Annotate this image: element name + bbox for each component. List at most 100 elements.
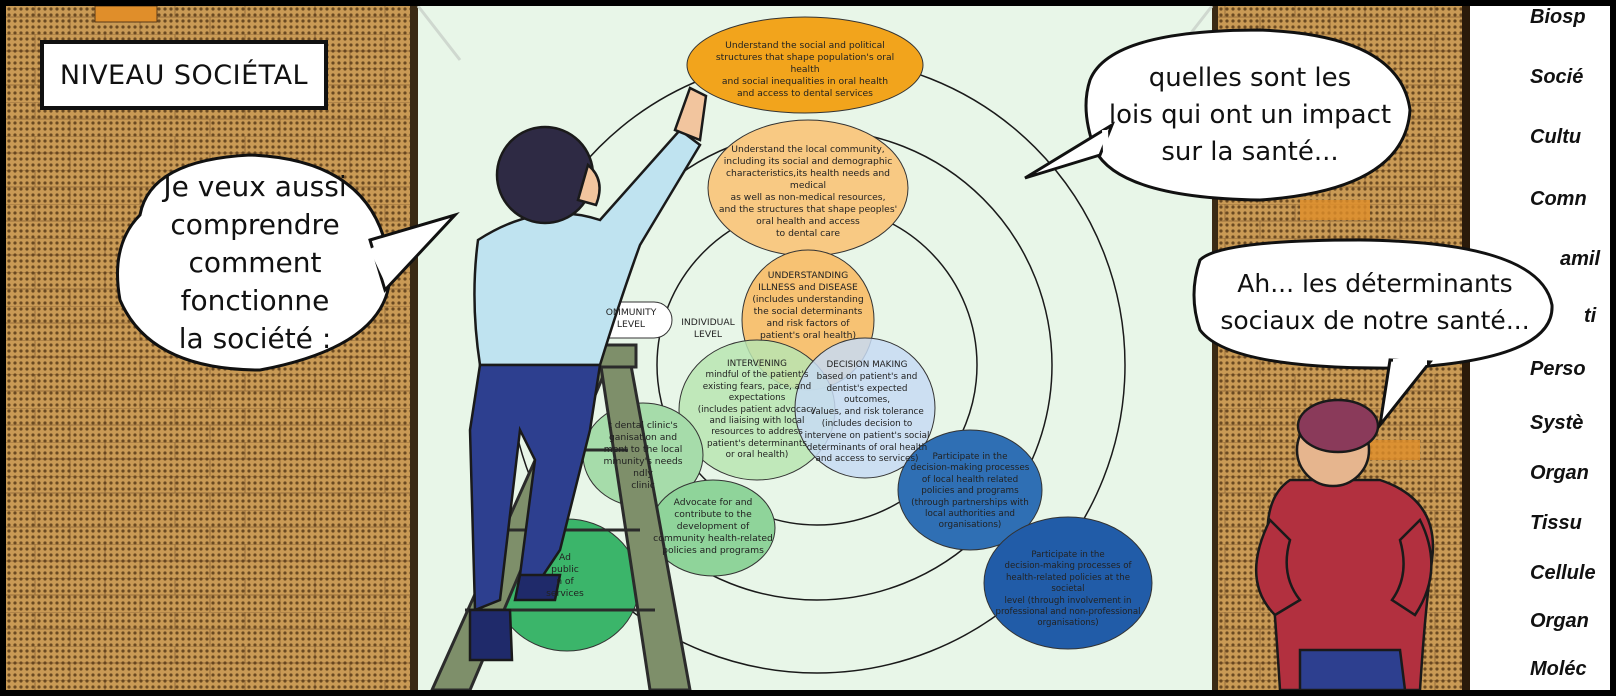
node-line: contribute to the: [674, 509, 752, 520]
speech-bubble-left: [116, 153, 460, 372]
side-list-item: Systè: [1530, 412, 1584, 434]
adapt-clinic-text: t dental clinic's ganisation and ment to…: [598, 420, 688, 492]
node-line: organisations): [938, 520, 1002, 531]
bubble-line: la société :: [178, 322, 332, 355]
node-line: and access to services): [815, 454, 919, 465]
node-line: (includes understanding: [752, 294, 864, 305]
node-line: (includes patient advocacy: [697, 404, 817, 415]
bubble-line: sur la santé...: [1161, 137, 1339, 167]
bubble-line: Ah... les déterminants: [1237, 269, 1513, 298]
node-line: as well as non-medical resources,: [730, 192, 886, 203]
advocate-community-text: Advocate for and contribute to the devel…: [653, 497, 773, 557]
node-line: patient's oral health): [759, 330, 857, 341]
participate-societal-text: Participate in the decision-making proce…: [990, 550, 1146, 630]
node-line: mindful of the patient's: [705, 370, 809, 381]
node-line: level (through involvement in: [1004, 595, 1132, 606]
side-list-item: ti: [1584, 305, 1597, 327]
bubble-line: Je veux aussi: [163, 170, 347, 203]
node-line: LEVEL: [693, 329, 723, 340]
node-line: UNDERSTANDING: [767, 270, 849, 281]
node-line: the social determinants: [753, 306, 863, 317]
left-bubble-text: Je veux aussi comprendre comment fonctio…: [140, 168, 370, 358]
side-list-item: Cultu: [1530, 126, 1582, 148]
community-understand-text: Understand the local community, includin…: [710, 144, 906, 240]
node-line: services: [546, 588, 584, 599]
bubble-line: quelles sont les: [1148, 63, 1352, 93]
node-line: health-related policies at the societal: [1005, 572, 1130, 595]
node-line: intervene on patient's social: [804, 430, 930, 441]
node-line: ganisation and: [608, 432, 678, 443]
node-line: ment to the local: [603, 444, 683, 455]
node-line: ndly: [633, 468, 653, 479]
node-line: Participate in the: [1031, 550, 1105, 560]
intervening-text: INTERVENING mindful of the patient's exi…: [692, 359, 822, 462]
node-line: values, and risk tolerance: [810, 407, 924, 418]
side-list-item: Socié: [1530, 66, 1584, 88]
speech-bubble-top-right: [1024, 28, 1412, 202]
node-line: and access to dental services: [737, 88, 873, 99]
node-line: community health-related: [653, 533, 773, 544]
node-line: policies and programs: [662, 545, 764, 556]
bubble-line: sociaux de notre santé...: [1220, 306, 1530, 335]
node-line: to dental care: [775, 228, 841, 239]
node-line: and the structures that shape peoples': [718, 204, 898, 215]
node-line: oral health and access: [756, 216, 860, 227]
node-line: (through partnerships with: [911, 497, 1029, 508]
side-list-item: Moléc: [1530, 658, 1587, 680]
node-line: local authorities and: [925, 509, 1015, 520]
societal-understand-node: [686, 16, 924, 114]
node-line: existing fears, pace, and: [702, 381, 812, 392]
node-line: resources to address: [711, 427, 803, 438]
node-line: professional and non-professional: [995, 607, 1141, 618]
node-line: characteristics,its health needs and med…: [725, 168, 891, 191]
decision-node: [794, 337, 936, 479]
node-line: and liaising with local: [709, 416, 805, 427]
speech-bubble-right: [1192, 238, 1554, 431]
node-line: expectations: [728, 393, 786, 404]
node-line: ILLNESS and DISEASE: [758, 282, 858, 293]
node-line: Ad: [559, 552, 571, 563]
node-line: INTERVENING: [727, 359, 787, 369]
bubble-line: comment: [188, 246, 322, 279]
node-line: mmunity's needs: [603, 456, 683, 467]
node-line: OMMUNITY: [605, 307, 657, 318]
decision-text: DECISION MAKING based on patient's and d…: [803, 360, 931, 466]
node-line: Advocate for and: [673, 497, 753, 508]
participate-local-text: Participate in the decision-making proce…: [905, 452, 1035, 532]
node-line: and social inequalities in oral health: [721, 76, 889, 87]
right-bubble-text: Ah... les déterminants sociaux de notre …: [1205, 265, 1545, 339]
node-line: DECISION MAKING: [826, 360, 908, 370]
node-line: or oral health): [725, 450, 789, 461]
node-line: public: [551, 564, 579, 575]
node-line: Understand the social and political: [725, 40, 885, 51]
advocate-public-text: Ad public n of services: [510, 552, 620, 600]
node-line: determinants of oral health: [806, 442, 928, 453]
node-line: structures that shape population's oral …: [715, 52, 895, 75]
bubble-line: comprendre: [170, 208, 340, 241]
bubble-line: fonctionne: [180, 284, 330, 317]
node-line: decision-making processes of: [1004, 561, 1132, 572]
understanding-text: UNDERSTANDING ILLNESS and DISEASE (inclu…: [748, 270, 868, 342]
node-line: decision-making processes: [910, 463, 1030, 474]
node-line: clinic: [631, 480, 655, 491]
node-line: organisations): [1037, 618, 1099, 629]
participate-local-node: [897, 429, 1043, 551]
node-line: n of: [556, 576, 574, 587]
side-list-item: Biosp: [1530, 6, 1586, 28]
societal-understand-text: Understand the social and political stru…: [700, 40, 910, 100]
side-list-item: Comn: [1530, 188, 1587, 210]
side-list-item: Organ: [1530, 610, 1589, 632]
node-line: including its social and demographic: [723, 156, 893, 167]
community-level-label: OMMUNITY LEVEL: [592, 307, 670, 331]
node-line: policies and programs: [921, 486, 1019, 497]
top-right-bubble-text: quelles sont les lois qui ont un impact …: [1100, 60, 1400, 171]
node-line: and risk factors of: [766, 318, 850, 329]
caption-text: NIVEAU SOCIÉTAL: [59, 59, 309, 91]
node-line: (includes decision to: [821, 418, 913, 429]
side-list-item: Tissu: [1530, 512, 1582, 534]
node-line: INDIVIDUAL: [681, 317, 735, 328]
node-line: t dental clinic's: [608, 420, 678, 431]
bubble-line: lois qui ont un impact: [1108, 100, 1392, 130]
node-line: Participate in the: [932, 452, 1008, 462]
